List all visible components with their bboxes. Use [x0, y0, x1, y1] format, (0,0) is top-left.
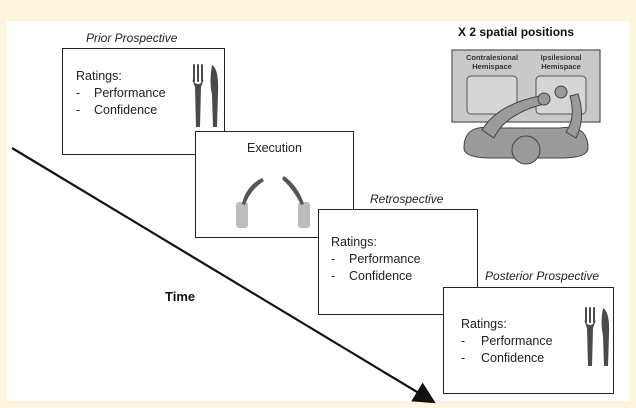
retrospective-label: Retrospective: [370, 192, 444, 206]
contralesional-hemispace-label: Contralesional Hemispace: [465, 53, 519, 71]
ratings-item-performance: -Performance: [76, 86, 166, 100]
ratings-title: Ratings:: [331, 235, 377, 249]
ratings-item-confidence: -Confidence: [331, 269, 413, 283]
time-label: Time: [165, 289, 196, 304]
ratings-title: Ratings:: [76, 69, 122, 83]
cutlery-icon: [584, 307, 610, 366]
spatial-positions-title: X 2 spatial positions: [458, 25, 575, 39]
posterior-ratings: Ratings: -Performance -Confidence: [461, 316, 553, 367]
ratings-item-performance: -Performance: [331, 252, 421, 266]
prior-prospective-label: Prior Prospective: [86, 31, 178, 45]
retrospective-ratings: Ratings: -Performance -Confidence: [331, 234, 421, 285]
posterior-prospective-panel: Ratings: -Performance -Confidence: [443, 287, 614, 394]
ipsilesional-hemispace-label: Ipsilesional Hemispace: [540, 53, 582, 71]
prior-ratings: Ratings: -Performance -Confidence: [76, 68, 166, 119]
execution-title: Execution: [247, 141, 302, 155]
hands-with-cutlery-icon: [236, 176, 310, 228]
ratings-item-confidence: -Confidence: [461, 351, 545, 365]
posterior-prospective-label: Posterior Prospective: [485, 269, 600, 283]
ratings-item-performance: -Performance: [461, 334, 553, 348]
cutlery-icon: [192, 64, 219, 127]
ratings-item-confidence: -Confidence: [76, 103, 158, 117]
ratings-title: Ratings:: [461, 317, 507, 331]
